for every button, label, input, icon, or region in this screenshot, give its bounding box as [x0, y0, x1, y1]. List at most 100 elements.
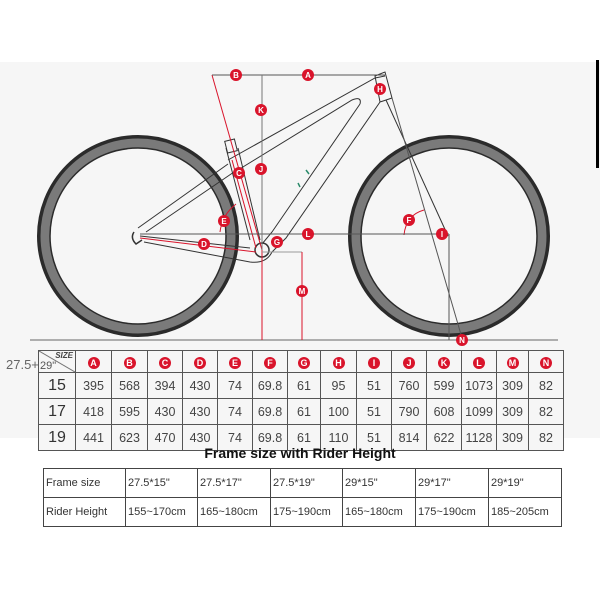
cell: 175~190cm — [415, 497, 489, 527]
cell-k: 622 — [426, 424, 462, 451]
cell: 165~180cm — [342, 497, 416, 527]
svg-text:H: H — [377, 85, 383, 94]
svg-text:D: D — [201, 240, 207, 249]
svg-text:L: L — [306, 230, 311, 239]
frame-size-row: Frame size 27.5*15" 27.5*17" 27.5*19" 29… — [43, 468, 562, 498]
svg-text:C: C — [236, 169, 242, 178]
cell: 29*15" — [342, 468, 416, 498]
cell-b: 595 — [111, 398, 148, 425]
badge-a: A — [302, 69, 314, 81]
cell-h: 110 — [320, 424, 357, 451]
col-header-i: I — [356, 350, 392, 373]
cell-c: 394 — [147, 372, 183, 399]
cell-l: 1099 — [461, 398, 497, 425]
cell-h: 100 — [320, 398, 357, 425]
cell: 185~205cm — [488, 497, 562, 527]
cell-c: 470 — [147, 424, 183, 451]
badge-g: G — [271, 236, 283, 248]
geometry-header-row: SIZE 29" A B C D E F G H I J K L M N — [38, 350, 564, 373]
cell-m: 309 — [496, 424, 529, 451]
col-header-b: B — [111, 350, 148, 373]
reference-lines — [140, 74, 450, 340]
dimension-badges: A B K H C J E D G L M F I N — [198, 69, 468, 346]
badge-c: C — [233, 167, 245, 179]
badge-k: K — [255, 104, 267, 116]
cell: 155~170cm — [125, 497, 198, 527]
geometry-row-19: 19 441 623 470 430 74 69.8 61 110 51 814… — [38, 424, 564, 451]
col-header-j: J — [391, 350, 427, 373]
wheel-size-prefix: 27.5+ — [6, 357, 39, 372]
edge-bar — [596, 60, 599, 168]
cell-j: 814 — [391, 424, 427, 451]
badge-h: H — [374, 83, 386, 95]
row-label: Rider Height — [43, 497, 126, 527]
col-header-m: M — [496, 350, 529, 373]
cell-n: 82 — [528, 424, 564, 451]
svg-text:M: M — [299, 287, 306, 296]
cable-guide-marks — [297, 169, 310, 188]
cell-m: 309 — [496, 372, 529, 399]
cell-l: 1128 — [461, 424, 497, 451]
rider-height-title: Frame size with Rider Height — [204, 445, 396, 461]
cell: 165~180cm — [197, 497, 271, 527]
col-header-f: F — [252, 350, 288, 373]
svg-text:G: G — [274, 238, 280, 247]
row-label: Frame size — [43, 468, 126, 498]
badge-n: N — [456, 334, 468, 346]
rider-height-row: Rider Height 155~170cm 165~180cm 175~190… — [43, 497, 562, 527]
cell-g: 61 — [287, 372, 321, 399]
cell-f: 69.8 — [252, 372, 288, 399]
row-size: 19 — [38, 424, 76, 451]
geometry-row-17: 17 418 595 430 430 74 69.8 61 100 51 790… — [38, 398, 564, 425]
col-header-g: G — [287, 350, 321, 373]
cell-i: 51 — [356, 398, 392, 425]
svg-text:A: A — [305, 71, 311, 80]
cell-m: 309 — [496, 398, 529, 425]
cell-f: 69.8 — [252, 424, 288, 451]
bike-frame — [131, 71, 463, 339]
col-header-h: H — [320, 350, 357, 373]
size-label: SIZE — [55, 351, 73, 360]
cell-n: 82 — [528, 398, 564, 425]
col-header-d: D — [182, 350, 218, 373]
cell-k: 599 — [426, 372, 462, 399]
cell: 29*19" — [488, 468, 562, 498]
svg-text:K: K — [258, 106, 264, 115]
size-corner-cell: SIZE 29" — [38, 350, 76, 373]
svg-text:F: F — [407, 216, 412, 225]
cell-a: 418 — [75, 398, 112, 425]
cell-g: 61 — [287, 424, 321, 451]
geometry-row-15: 15 395 568 394 430 74 69.8 61 95 51 760 … — [38, 372, 564, 399]
badge-b: B — [230, 69, 242, 81]
cell-b: 568 — [111, 372, 148, 399]
bike-geometry-diagram: A B K H C J E D G L M F I N — [30, 69, 558, 346]
svg-text:N: N — [459, 336, 465, 345]
col-header-c: C — [147, 350, 183, 373]
rider-height-table: Frame size 27.5*15" 27.5*17" 27.5*19" 29… — [43, 468, 562, 527]
wheel-label: 29" — [40, 360, 57, 372]
cell-c: 430 — [147, 398, 183, 425]
cell-n: 82 — [528, 372, 564, 399]
col-header-a: A — [75, 350, 112, 373]
cell: 27.5*19" — [270, 468, 343, 498]
row-size: 17 — [38, 398, 76, 425]
badge-j: J — [255, 163, 267, 175]
cell: 175~190cm — [270, 497, 343, 527]
col-header-l: L — [461, 350, 497, 373]
cell-i: 51 — [356, 424, 392, 451]
col-header-n: N — [528, 350, 564, 373]
cell-l: 1073 — [461, 372, 497, 399]
row-size: 15 — [38, 372, 76, 399]
cell-j: 790 — [391, 398, 427, 425]
cell-a: 395 — [75, 372, 112, 399]
cell-e: 74 — [217, 398, 253, 425]
badge-e: E — [218, 215, 230, 227]
badge-i: I — [436, 228, 448, 240]
col-header-k: K — [426, 350, 462, 373]
cell: 27.5*17" — [197, 468, 271, 498]
badge-l: L — [302, 228, 314, 240]
svg-text:B: B — [233, 71, 239, 80]
cell-k: 608 — [426, 398, 462, 425]
cell-b: 623 — [111, 424, 148, 451]
badge-m: M — [296, 285, 308, 297]
